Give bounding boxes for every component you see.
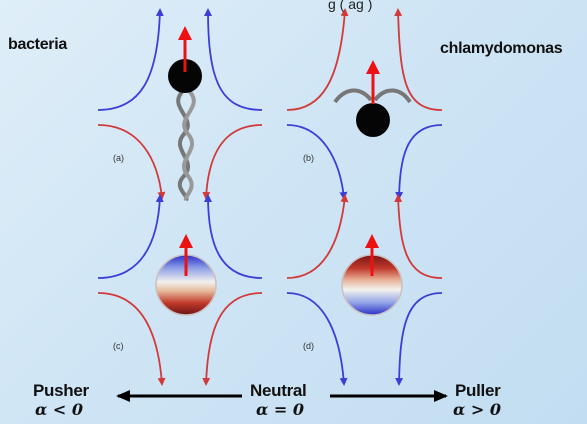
bacteria-label: bacteria	[8, 36, 67, 53]
pusher-label: Pusher	[33, 381, 89, 400]
panel-label-b: (b)	[303, 153, 314, 163]
arrowhead-a	[178, 26, 192, 40]
neutral-alpha: α = 0	[256, 400, 304, 419]
chlamydomonas-label: chlamydomonas	[440, 40, 563, 57]
top-caption-fragment: g ( ag )	[328, 0, 373, 12]
panel-d-flow	[286, 194, 443, 386]
pusher-alpha: α < 0	[35, 400, 83, 419]
bacterium	[168, 59, 202, 202]
panel-label-d: (d)	[303, 341, 314, 351]
puller-label: Puller	[455, 381, 501, 400]
puller-alpha: α > 0	[453, 400, 501, 419]
arrowhead-d	[365, 234, 379, 248]
panel-label-a: (a)	[113, 153, 124, 163]
panel-a-flow	[97, 8, 263, 200]
arrowhead-c	[179, 234, 193, 248]
chlamydomonas-cell	[333, 88, 412, 137]
panel-label-c: (c)	[113, 341, 124, 351]
arrowhead-b	[366, 60, 380, 74]
panel-b-flow	[286, 8, 443, 200]
panel-c-flow	[97, 194, 263, 386]
neutral-label: Neutral	[250, 381, 307, 400]
